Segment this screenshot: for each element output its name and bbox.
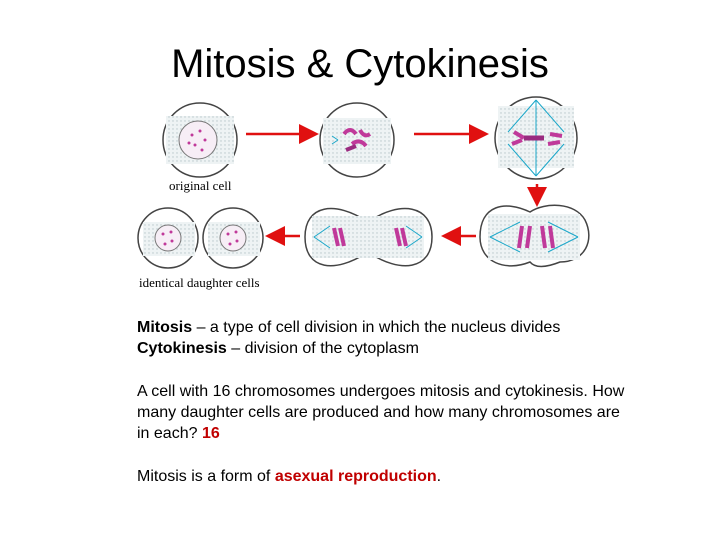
daughter-cell-left xyxy=(137,207,199,269)
statement-suffix: . xyxy=(436,468,442,485)
telophase-cell xyxy=(304,207,433,267)
mitosis-def-text: – a type of cell division in which the n… xyxy=(192,319,561,336)
prophase-cell xyxy=(319,102,395,178)
asexual-statement: Mitosis is a form of asexual reproductio… xyxy=(137,466,441,487)
question-line-3-text: in each? xyxy=(137,425,202,442)
question-line-3: in each? 16 xyxy=(137,423,220,444)
metaphase-cell xyxy=(494,96,578,180)
anaphase-cell xyxy=(479,204,590,268)
cytokinesis-term: Cytokinesis xyxy=(137,340,227,357)
slide-title: Mitosis & Cytokinesis xyxy=(171,42,549,86)
statement-highlight: asexual reproduction xyxy=(274,468,437,485)
cytokinesis-def-text: – division of the cytoplasm xyxy=(226,340,419,357)
interphase-cell xyxy=(162,102,238,178)
question-answer: 16 xyxy=(201,425,220,442)
label-original-cell: original cell xyxy=(169,178,232,193)
question-line-1: A cell with 16 chromosomes undergoes mit… xyxy=(137,383,625,400)
mitosis-diagram xyxy=(137,96,590,269)
question-line-2: many daughter cells are produced and how… xyxy=(137,404,620,421)
label-daughter-cells: identical daughter cells xyxy=(139,275,260,290)
daughter-cell-right xyxy=(202,207,264,269)
cytokinesis-definition: Cytokinesis – division of the cytoplasm xyxy=(137,338,419,359)
mitosis-definition: Mitosis – a type of cell division in whi… xyxy=(137,317,560,338)
statement-prefix: Mitosis is a form of xyxy=(137,468,275,485)
mitosis-term: Mitosis xyxy=(137,319,193,336)
